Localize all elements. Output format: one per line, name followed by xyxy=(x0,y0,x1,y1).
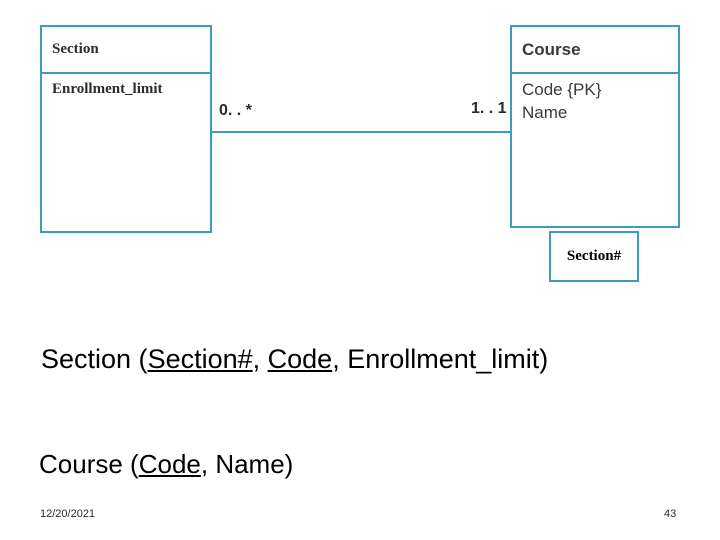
entity-box-section[interactable]: Section Enrollment_limit xyxy=(40,25,212,233)
relation-section-key2: Code xyxy=(267,344,333,374)
entity-box-course[interactable]: Course Code {PK} Name xyxy=(510,25,680,228)
relation-course-prefix: Course ( xyxy=(39,449,139,479)
entity-body-course: Code {PK} Name xyxy=(512,74,678,125)
relation-section-sep1: , xyxy=(252,344,268,374)
attribute-code-pk: Code {PK} xyxy=(522,80,602,99)
entity-name-section: Section xyxy=(52,41,99,57)
footer-page-number: 43 xyxy=(664,508,677,520)
attribute-name: Name xyxy=(522,102,568,122)
entity-name-course: Course xyxy=(522,39,581,59)
entity-box-section-hash[interactable]: Section# xyxy=(549,231,639,282)
relation-schema-section: Section (Section#, Code, Enrollment_limi… xyxy=(41,344,548,375)
entity-body-section: Enrollment_limit xyxy=(42,74,210,99)
relation-section-suffix: ) xyxy=(539,344,549,374)
cardinality-right: 1. . 1 xyxy=(471,100,507,117)
relation-course-plain: Name xyxy=(215,449,285,479)
cardinality-left: 0. . * xyxy=(219,102,252,119)
entity-header-course: Course xyxy=(512,27,678,74)
relation-course-sep1: , xyxy=(200,449,216,479)
footer-date: 12/20/2021 xyxy=(40,508,96,520)
relation-section-prefix: Section ( xyxy=(41,344,148,374)
relation-section-key1: Section# xyxy=(147,344,253,374)
entity-header-section: Section xyxy=(42,27,210,74)
relation-course-key1: Code xyxy=(138,449,201,479)
relation-section-sep2: , xyxy=(332,344,348,374)
relationship-line xyxy=(211,131,511,133)
relation-schema-course: Course (Code, Name) xyxy=(39,449,293,480)
relation-section-plain: Enrollment_limit xyxy=(347,344,540,374)
attribute-section-hash: Section# xyxy=(566,248,622,265)
relation-course-suffix: ) xyxy=(284,449,294,479)
attribute-enrollment-limit: Enrollment_limit xyxy=(52,81,163,97)
